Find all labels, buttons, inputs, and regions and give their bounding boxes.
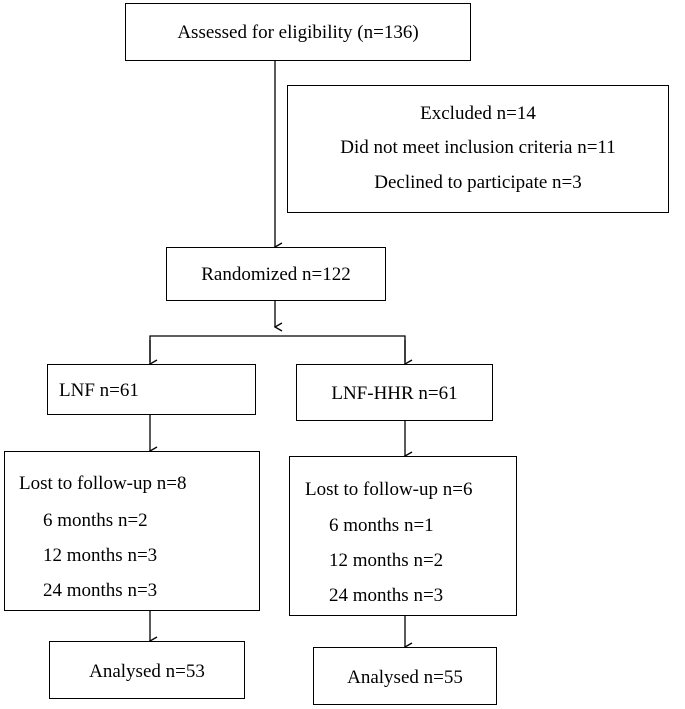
- lost-item: 6 months n=1: [329, 515, 434, 536]
- lost-item: 6 months n=2: [43, 510, 148, 531]
- split-line: [149, 335, 406, 362]
- arm-lnf-hhr-label: LNF-HHR n=61: [331, 383, 458, 404]
- lost-title: Lost to follow-up n=8: [19, 473, 187, 494]
- excluded-reason: Declined to participate n=3: [374, 172, 582, 193]
- arm-lnf-hhr-analysed-box: Analysed n=55: [313, 647, 497, 705]
- arm-lnf-hhr-lost-box: Lost to follow-up n=6 6 months n=1 12 mo…: [289, 456, 517, 616]
- randomized-box: Randomized n=122: [166, 247, 386, 301]
- lost-item: 24 months n=3: [329, 585, 444, 606]
- arm-lnf-box: LNF n=61: [47, 364, 256, 415]
- excluded-box: Excluded n=14 Did not meet inclusion cri…: [287, 85, 669, 213]
- analysed-text: Analysed n=53: [89, 661, 205, 682]
- excluded-title: Excluded n=14: [420, 103, 536, 124]
- lost-title: Lost to follow-up n=6: [305, 479, 473, 500]
- arm-lnf-hhr-box: LNF-HHR n=61: [296, 364, 493, 421]
- arm-lnf-lost-box: Lost to follow-up n=8 6 months n=2 12 mo…: [4, 451, 260, 611]
- assessed-box: Assessed for eligibility (n=136): [125, 3, 471, 61]
- analysed-text: Analysed n=55: [347, 667, 463, 688]
- arm-lnf-analysed-box: Analysed n=53: [49, 641, 245, 699]
- randomized-text: Randomized n=122: [201, 264, 351, 285]
- lost-item: 12 months n=2: [329, 550, 444, 571]
- assessed-text: Assessed for eligibility (n=136): [177, 22, 419, 43]
- arm-lnf-label: LNF n=61: [59, 380, 139, 401]
- excluded-reason: Did not meet inclusion criteria n=11: [340, 137, 616, 158]
- lost-item: 12 months n=3: [43, 545, 158, 566]
- lost-item: 24 months n=3: [43, 580, 158, 601]
